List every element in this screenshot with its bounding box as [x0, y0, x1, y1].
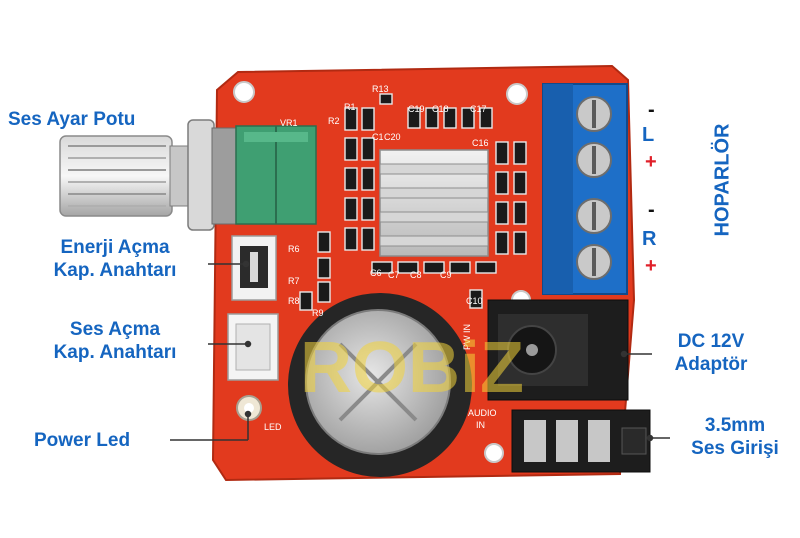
volume-potentiometer — [59, 119, 317, 231]
watermark: ROBiZ — [300, 328, 524, 408]
left-channel-label: L — [642, 124, 655, 146]
silk-c9: C9 — [440, 270, 452, 280]
left-plus-sign: + — [645, 151, 657, 173]
right-plus-sign: + — [645, 255, 657, 277]
silk-pw-in: PW IN — [462, 324, 472, 350]
audio-switch — [227, 313, 279, 381]
heatsink — [379, 149, 489, 257]
speaker-terminal-block — [542, 83, 628, 295]
power-switch-label: Enerji Açma Kap. Anahtarı — [30, 236, 200, 282]
electrolytic-capacitor — [288, 293, 472, 477]
silk-c1: C1 — [372, 132, 384, 142]
audio-switch-label: Ses Açma Kap. Anahtarı — [30, 318, 200, 364]
audio-input-label-line2: Ses Girişi — [691, 438, 779, 459]
silk-r6: R6 — [288, 244, 300, 254]
right-channel-label: R — [642, 228, 657, 250]
silk-r7: R7 — [288, 276, 300, 286]
mounting-hole — [506, 83, 528, 105]
pointer-lines — [170, 260, 670, 442]
smd-components — [299, 93, 527, 311]
silk-r9: R9 — [312, 308, 324, 318]
silk-led: LED — [264, 422, 282, 432]
dc-adapter-label-line2: Adaptör — [674, 354, 748, 375]
silk-r13: R13 — [372, 84, 389, 94]
audio-input-label: 3.5mm Ses Girişi — [672, 414, 798, 460]
silk-r8: R8 — [288, 296, 300, 306]
audio-switch-label-line1: Ses Açma — [69, 319, 161, 340]
silk-c10: C10 — [466, 296, 483, 306]
silk-r1: R1 — [344, 102, 356, 112]
mounting-hole — [233, 81, 255, 103]
silk-c6: C6 — [370, 268, 382, 278]
dc-adapter-label: DC 12V Adaptör — [656, 330, 766, 376]
speaker-label: HOPARLÖR — [711, 123, 734, 237]
power-led — [236, 395, 262, 421]
silk-vr1: VR1 — [280, 118, 298, 128]
power-switch — [231, 235, 277, 301]
silk-in: IN — [476, 420, 485, 430]
volume-pot-label: Ses Ayar Potu — [8, 109, 136, 130]
power-led-label: Power Led — [34, 430, 131, 451]
silk-c7: C7 — [388, 270, 400, 280]
silkscreen-text: VR1 R13 R1 R2 C19 C18 C17 C20 C16 C1 R6 … — [264, 84, 497, 432]
audio-jack — [511, 409, 651, 473]
left-minus-sign: - — [648, 99, 655, 121]
silk-c20: C20 — [384, 132, 401, 142]
silk-c16: C16 — [472, 138, 489, 148]
silk-c8: C8 — [410, 270, 422, 280]
right-minus-sign: - — [648, 199, 655, 221]
silk-r2: R2 — [328, 116, 340, 126]
silk-c19: C19 — [408, 104, 425, 114]
silk-audio: AUDIO — [468, 408, 497, 418]
power-switch-label-line1: Enerji Açma — [60, 237, 170, 258]
dc-adapter-label-line1: DC 12V — [677, 331, 745, 352]
silk-c18: C18 — [432, 104, 449, 114]
mounting-hole — [484, 443, 504, 463]
audio-input-label-line1: 3.5mm — [704, 415, 766, 436]
power-switch-label-line2: Kap. Anahtarı — [53, 260, 177, 281]
audio-switch-label-line2: Kap. Anahtarı — [53, 342, 177, 363]
dc-jack — [487, 299, 629, 401]
silk-c17: C17 — [470, 104, 487, 114]
